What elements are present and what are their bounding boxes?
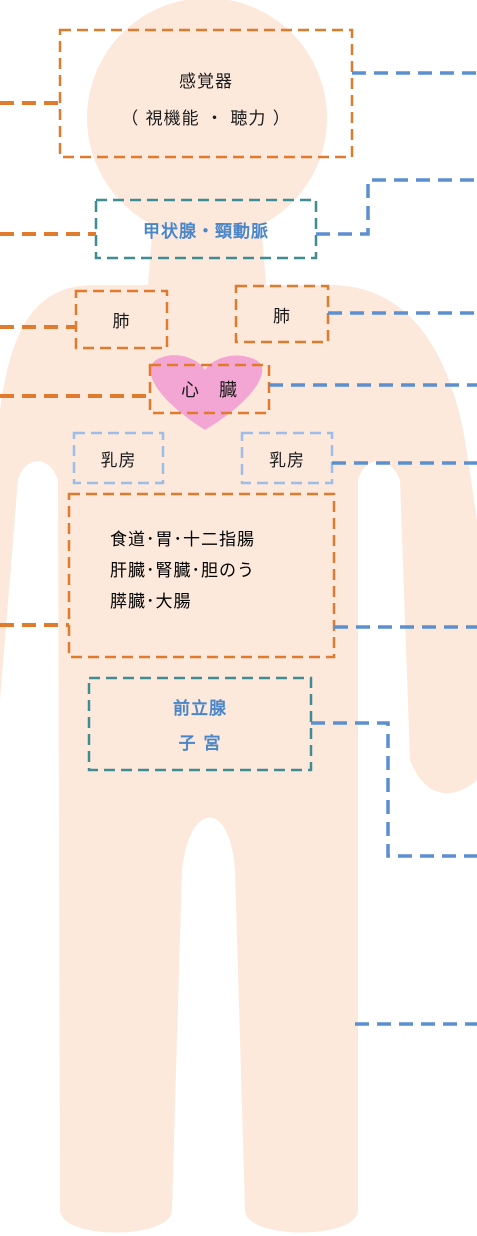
- lung-right-label: 肺: [273, 306, 291, 327]
- thyroid-box: [94, 198, 318, 260]
- head-shape: [87, 0, 327, 238]
- digestive-box: [67, 492, 336, 659]
- digestive-line-1: 食道･胃･十二指腸: [110, 530, 255, 550]
- lung-left-label: 肺: [112, 312, 131, 332]
- digestive-line-3: 膵臓･大腸: [110, 592, 192, 612]
- torso-shape: [0, 234, 477, 1233]
- heart-box: [148, 363, 271, 415]
- sensory-subtitle: （ 視機能 ・ 聴力 ）: [121, 109, 291, 129]
- breast-right-box: [240, 431, 334, 485]
- heart-shape: [150, 355, 263, 430]
- thyroid-label: 甲状腺・頸動脈: [143, 221, 269, 242]
- prostate-label: 前立腺: [173, 699, 227, 719]
- thyroid-connector-right: [316, 178, 477, 236]
- lung-left-box: [74, 289, 169, 350]
- breast-right-label: 乳房: [269, 450, 305, 471]
- breast-left-label: 乳房: [100, 450, 137, 471]
- heart-label: 心 臓: [181, 380, 238, 401]
- prostate-uterus-box: [87, 676, 313, 772]
- prostate-uterus-label: 前立腺 子 宮: [89, 680, 311, 768]
- uterus-label: 子 宮: [178, 734, 222, 754]
- sensory-title: 感覚器: [179, 72, 233, 92]
- sensory-label: 感覚器 （ 視機能 ・ 聴力 ）: [62, 58, 350, 138]
- sensory-box: [58, 28, 354, 159]
- digestive-label: 食道･胃･十二指腸 肝臓･腎臓･胆のう 膵臓･大腸: [110, 525, 330, 618]
- prostate-connector-right: [311, 721, 477, 858]
- digestive-line-2: 肝臓･腎臓･胆のう: [110, 561, 255, 581]
- breast-left-box: [72, 431, 165, 485]
